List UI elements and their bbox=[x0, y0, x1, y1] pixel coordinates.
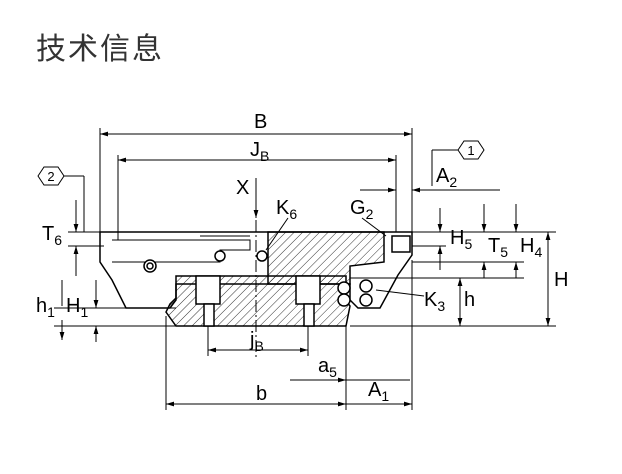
callout-2: 2 bbox=[37, 166, 65, 186]
label-jB: jB bbox=[249, 329, 264, 354]
page-title: 技术信息 bbox=[36, 32, 164, 67]
label-b: b bbox=[256, 383, 267, 405]
label-A2: A2 bbox=[436, 165, 457, 190]
label-h: h bbox=[464, 289, 475, 311]
callout-1: 1 bbox=[457, 140, 485, 160]
guide-rail bbox=[165, 275, 351, 327]
label-H1: H1 bbox=[66, 295, 88, 320]
rolling-elements bbox=[143, 235, 411, 307]
label-K3: K3 bbox=[424, 289, 445, 314]
label-H4: H4 bbox=[520, 235, 542, 260]
label-T6: T6 bbox=[42, 223, 62, 248]
svg-text:2: 2 bbox=[47, 169, 54, 184]
label-T5: T5 bbox=[488, 235, 508, 260]
label-A1: A1 bbox=[368, 379, 389, 404]
label-H: H bbox=[554, 269, 568, 291]
label-h1: h1 bbox=[36, 295, 55, 320]
label-a5: a5 bbox=[318, 355, 337, 380]
label-H5: H5 bbox=[450, 227, 472, 252]
label-X: X bbox=[236, 177, 249, 199]
label-JB: JB bbox=[250, 139, 269, 164]
svg-text:1: 1 bbox=[467, 143, 474, 158]
label-G2: G2 bbox=[350, 197, 374, 222]
label-B: B bbox=[254, 111, 267, 133]
label-K6: K6 bbox=[276, 197, 297, 222]
